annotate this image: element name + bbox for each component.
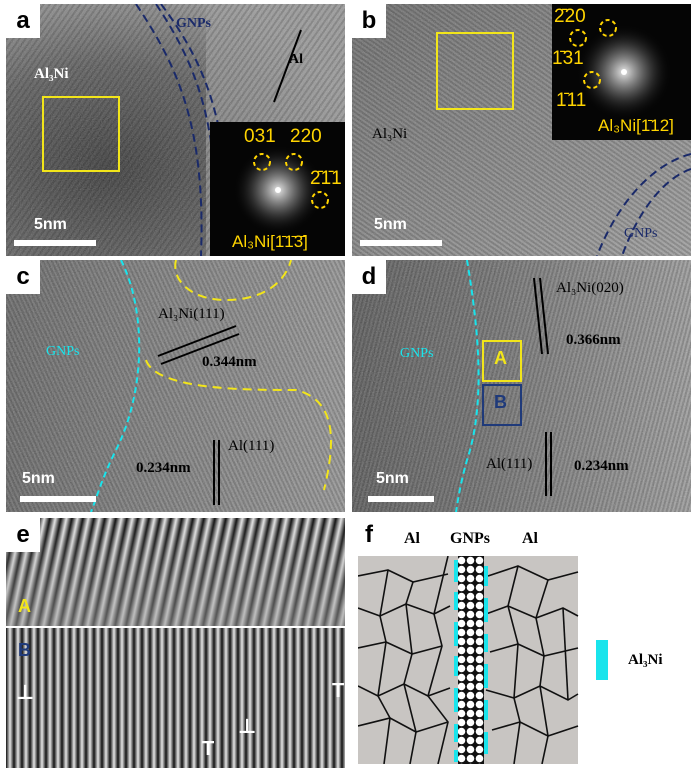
panel-e-ifft-fringes (6, 518, 345, 768)
panel-b-fft-inset: 2̄20 1̄31 1̄11 Al₃Ni[1̄12] (552, 4, 691, 140)
panel-d-box-a-label: A (494, 348, 507, 368)
panel-c-plane2-label: Al(111) (228, 438, 275, 454)
panel-c-gnps-label: GNPs (46, 344, 80, 359)
gnp-boundary-line (135, 4, 203, 256)
panel-b-selection-box (436, 32, 514, 110)
fft-a-spot-3: 2̄1̄1 (310, 168, 342, 189)
panel-a-al3ni-label: Al₃Ni (34, 66, 69, 82)
al3ni-particles (454, 560, 488, 762)
panel-d-scale-label: 5nm (376, 470, 409, 487)
panel-d-box-b-label: B (494, 392, 507, 412)
fft-a-spot-2: 220 (290, 126, 322, 147)
fft-b-spot-2: 1̄31 (552, 48, 584, 69)
panel-d-gnps-label: GNPs (400, 346, 434, 361)
panel-b-scale-label: 5nm (374, 216, 407, 233)
panel-a-scale-label: 5nm (34, 216, 67, 233)
panel-f-letter: f (352, 518, 386, 552)
dislocation-symbol-3: T (202, 738, 215, 760)
panel-d-plane2-label: Al(111) (486, 456, 533, 472)
panel-d-letter: d (352, 260, 386, 294)
fft-a-title: Al₃Ni[1̄1̄3̄] (232, 232, 308, 251)
panel-d-box-a (482, 340, 522, 382)
panel-c: c GNPs Al₃Ni(111) 0.344nm Al(111) 0.234n… (6, 260, 345, 512)
panel-a-gnps-label: GNPs (176, 16, 211, 31)
panel-f-al-left-label: Al (404, 530, 420, 547)
panel-c-d2-label: 0.234nm (136, 460, 191, 476)
panel-a: a Al₃Ni GNPs Al 5nm 031 220 2̄1̄1 Al₃Ni[… (6, 4, 345, 256)
panel-b-scale-bar (360, 240, 442, 246)
panel-a-fft-inset: 031 220 2̄1̄1 Al₃Ni[1̄1̄3̄] (210, 122, 345, 256)
panel-f-al-right-label: Al (522, 530, 538, 547)
panel-b-al3ni-label: Al₃Ni (372, 126, 408, 142)
panel-d-d2-label: 0.234nm (574, 458, 629, 474)
legend-al3ni-label: Al₃Ni (628, 652, 663, 668)
dislocation-symbol-2: T (332, 680, 345, 702)
panel-a-scale-bar (14, 240, 96, 246)
panel-e: e A B ⊥ T T ⊥ (6, 518, 345, 768)
panel-b-letter: b (352, 4, 386, 38)
panel-a-letter: a (6, 4, 40, 38)
panel-a-al-label: Al (289, 52, 303, 67)
panel-e-label-b: B (18, 640, 31, 660)
schematic-diagram (358, 556, 579, 764)
panel-d-box-b (482, 384, 522, 426)
panel-e-letter: e (6, 518, 40, 552)
panel-f: f Al GNPs Al (352, 518, 698, 768)
panel-a-selection-box (42, 96, 120, 172)
dislocation-symbol-4: ⊥ (238, 716, 257, 738)
panel-c-scale-label: 5nm (22, 470, 55, 487)
fft-b-title: Al₃Ni[1̄12] (598, 116, 674, 135)
panel-b-gnps-label: GNPs (624, 226, 658, 241)
panel-b: b Al₃Ni GNPs 5nm 2̄20 1̄31 1̄11 Al₃Ni[1̄… (352, 4, 691, 256)
fft-b-spot-3: 1̄11 (556, 90, 587, 111)
legend-al3ni-swatch (596, 640, 608, 680)
fft-a-spot-1: 031 (244, 126, 276, 147)
panel-c-letter: c (6, 260, 40, 294)
panel-d-tem-image (352, 260, 691, 512)
panel-d-scale-bar (368, 496, 434, 502)
fft-b-spot-1: 2̄20 (554, 6, 586, 27)
panel-d: d GNPs Al₃Ni(020) 0.366nm Al(111) 0.234n… (352, 260, 691, 512)
panel-c-plane1-label: Al₃Ni(111) (158, 306, 225, 322)
panel-d-d1-label: 0.366nm (566, 332, 621, 348)
gnps-band (458, 556, 484, 764)
dislocation-symbol-1: ⊥ (16, 682, 35, 704)
panel-d-plane1-label: Al₃Ni(020) (556, 280, 624, 296)
panel-c-d1-label: 0.344nm (202, 354, 257, 370)
panel-c-scale-bar (20, 496, 96, 502)
grain-boundaries (358, 556, 579, 764)
panel-f-gnps-label: GNPs (450, 530, 490, 547)
panel-c-tem-image (6, 260, 345, 512)
panel-e-label-a: A (18, 596, 31, 616)
